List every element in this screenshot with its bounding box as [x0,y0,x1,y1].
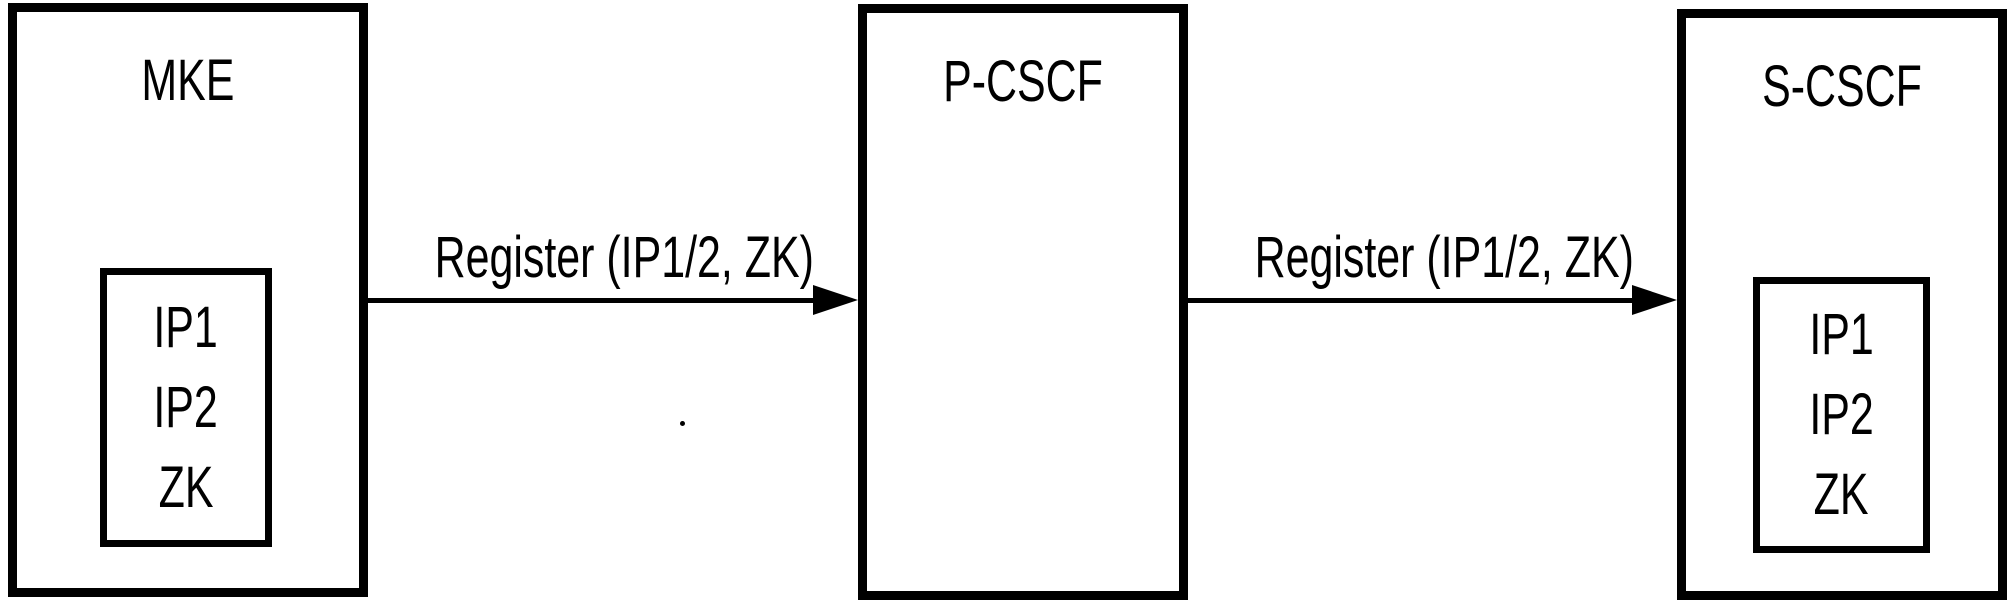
node-mke-data-box: IP1 IP2 ZK [100,268,272,547]
scan-artifact-dot [680,421,685,426]
node-mke: MKE IP1 IP2 ZK [8,3,368,597]
arrow-2-label: Register (IP1/2, ZK) [1254,225,1634,290]
data-item-zk: ZK [158,454,214,520]
data-item-ip1: IP1 [153,294,219,360]
node-pcscf-title-text: P-CSCF [943,49,1103,114]
data-item-ip2: IP2 [153,374,219,440]
arrow-2-line [1188,298,1657,303]
data-item-zk: ZK [1814,462,1869,527]
data-item-ip2: IP2 [1809,382,1874,447]
arrow-1-line [368,298,838,303]
node-mke-title: MKE [17,52,359,110]
node-scscf-title: S-CSCF [1686,58,1998,116]
node-scscf-data-box: IP1 IP2 ZK [1753,277,1930,553]
node-scscf: S-CSCF IP1 IP2 ZK [1677,9,2007,600]
node-pcscf-title: P-CSCF [867,53,1179,111]
arrow-2-head-icon [1632,285,1677,315]
data-item-ip1: IP1 [1809,302,1874,367]
arrow-1-head-icon [813,285,858,315]
node-scscf-title-text: S-CSCF [1762,54,1922,119]
arrow-1-label: Register (IP1/2, ZK) [434,225,814,290]
node-pcscf: P-CSCF [858,4,1188,600]
node-mke-title-text: MKE [141,48,235,113]
